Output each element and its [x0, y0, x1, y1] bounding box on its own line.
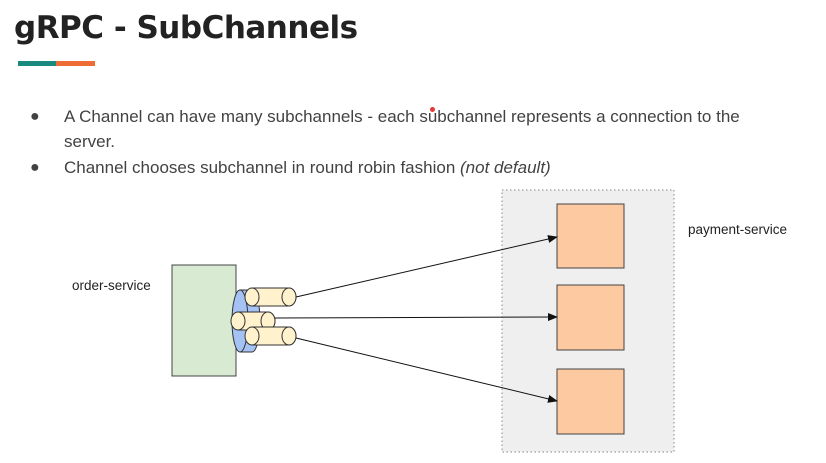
subchannel-tube — [244, 326, 297, 346]
bullet-marker: ● — [30, 108, 40, 125]
bullet-list: ● A Channel can have many subchannels - … — [26, 104, 786, 180]
bullet-italic-note: (not default) — [460, 158, 551, 177]
connection-arrow — [295, 235, 558, 298]
bullet-text: A Channel can have many subchannels - ea… — [64, 107, 740, 151]
bullet-item: ● Channel chooses subchannel in round ro… — [26, 155, 786, 180]
client-label: order-service — [72, 278, 151, 293]
laser-pointer-dot — [430, 107, 435, 112]
server-instance-box — [556, 203, 625, 269]
client-box — [171, 264, 237, 377]
bullet-marker: ● — [30, 159, 40, 176]
server-label: payment-service — [688, 222, 788, 237]
connection-arrow — [295, 337, 558, 403]
bullet-item: ● A Channel can have many subchannels - … — [26, 104, 786, 154]
connection-arrow — [274, 313, 558, 322]
server-instance-box — [556, 368, 625, 435]
title-underline-teal — [18, 61, 56, 66]
bullet-text: Channel chooses subchannel in round robi… — [64, 158, 460, 177]
server-instance-box — [556, 284, 625, 351]
title-underline-orange — [56, 61, 95, 66]
subchannel-tube — [244, 287, 297, 307]
subchannel-tube — [230, 311, 276, 331]
slide-title: gRPC - SubChannels — [14, 10, 358, 46]
title-underline — [18, 61, 95, 66]
